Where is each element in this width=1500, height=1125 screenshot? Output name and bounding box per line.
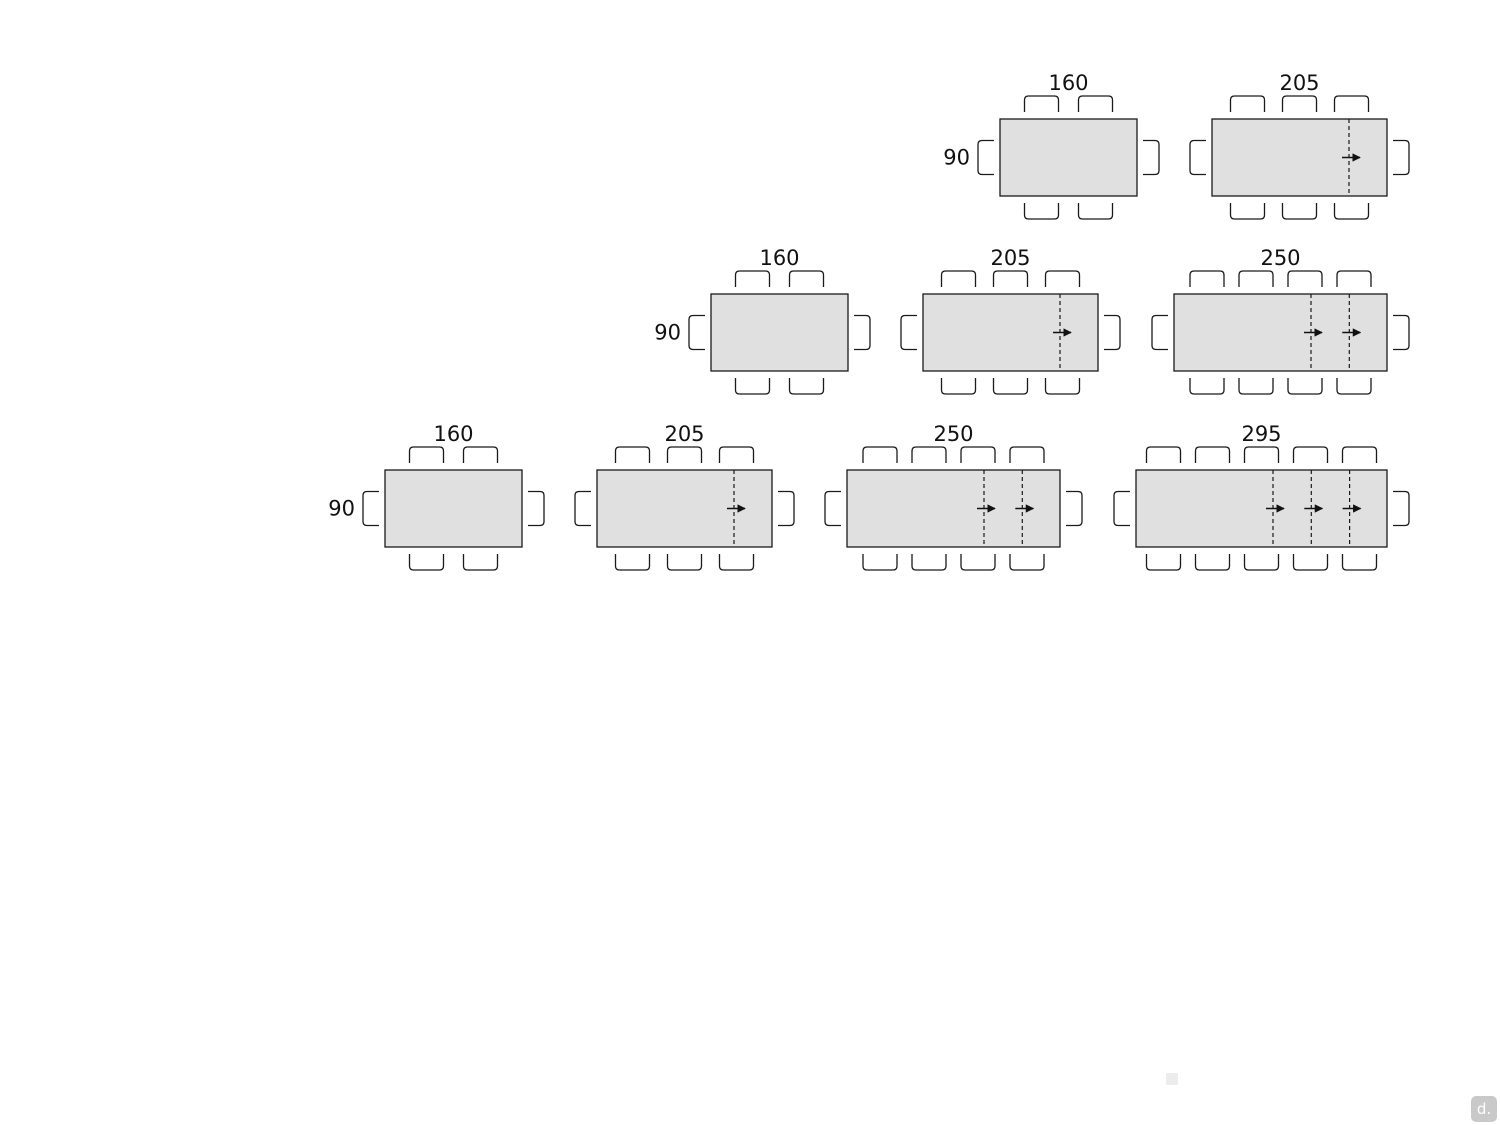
chair-top <box>1044 270 1081 287</box>
chair-bottom <box>1292 554 1329 571</box>
length-label: 295 <box>1241 422 1281 446</box>
chair-top <box>1292 446 1329 463</box>
chair-top <box>1336 270 1372 287</box>
chair-bottom <box>940 378 977 395</box>
chair-top <box>862 446 898 463</box>
chair-bottom <box>1281 203 1318 220</box>
length-label: 160 <box>759 246 799 270</box>
chair-right-end <box>1393 139 1410 176</box>
chair-bottom <box>1077 203 1114 220</box>
chair-bottom <box>614 554 651 571</box>
chair-top <box>1023 95 1060 112</box>
site-logo-badge[interactable]: d. <box>1471 1096 1497 1122</box>
chair-right-end <box>778 490 795 527</box>
length-label: 205 <box>990 246 1030 270</box>
chair-top <box>1281 95 1318 112</box>
width-label: 90 <box>328 497 355 521</box>
chair-bottom <box>911 554 947 571</box>
width-label: 90 <box>943 146 970 170</box>
chair-top <box>788 270 825 287</box>
chair-top <box>1145 446 1182 463</box>
chair-top <box>408 446 445 463</box>
chair-top <box>1238 270 1274 287</box>
table-top <box>384 469 523 548</box>
chair-top <box>666 446 703 463</box>
chair-top <box>1194 446 1231 463</box>
chair-top <box>940 270 977 287</box>
chair-bottom <box>788 378 825 395</box>
table-top <box>596 469 773 548</box>
chair-top <box>1189 270 1225 287</box>
chair-bottom <box>462 554 499 571</box>
table-top <box>999 118 1138 197</box>
chair-bottom <box>1243 554 1280 571</box>
length-label: 160 <box>433 422 473 446</box>
chair-left-end <box>574 490 591 527</box>
chair-top <box>1333 95 1370 112</box>
chair-bottom <box>1009 554 1045 571</box>
chair-left-end <box>824 490 841 527</box>
chair-bottom <box>1341 554 1378 571</box>
table-top <box>710 293 849 372</box>
chair-bottom <box>734 378 771 395</box>
length-label: 205 <box>664 422 704 446</box>
chair-bottom <box>1229 203 1266 220</box>
length-label: 205 <box>1279 71 1319 95</box>
chair-left-end <box>1151 314 1168 351</box>
chair-top <box>1009 446 1045 463</box>
chair-bottom <box>1145 554 1182 571</box>
chair-bottom <box>1189 378 1225 395</box>
chair-right-end <box>528 490 545 527</box>
chair-top <box>718 446 755 463</box>
chair-bottom <box>408 554 445 571</box>
chair-right-end <box>1143 139 1160 176</box>
chair-bottom <box>666 554 703 571</box>
chair-bottom <box>1023 203 1060 220</box>
chair-right-end <box>854 314 871 351</box>
length-label: 250 <box>1260 246 1300 270</box>
chair-right-end <box>1393 314 1410 351</box>
chair-left-end <box>1189 139 1206 176</box>
chair-bottom <box>862 554 898 571</box>
chair-top <box>1077 95 1114 112</box>
faint-square-mark <box>1166 1073 1178 1085</box>
chair-bottom <box>992 378 1029 395</box>
chair-bottom <box>1287 378 1323 395</box>
length-label: 250 <box>933 422 973 446</box>
chair-top <box>614 446 651 463</box>
width-label: 90 <box>654 321 681 345</box>
chair-top <box>462 446 499 463</box>
length-label: 160 <box>1048 71 1088 95</box>
chair-top <box>1243 446 1280 463</box>
table-top <box>1211 118 1388 197</box>
table-top <box>922 293 1099 372</box>
chair-top <box>960 446 996 463</box>
chair-left-end <box>362 490 379 527</box>
chair-right-end <box>1066 490 1083 527</box>
chair-bottom <box>1238 378 1274 395</box>
chair-bottom <box>960 554 996 571</box>
chair-top <box>911 446 947 463</box>
chair-bottom <box>1044 378 1081 395</box>
chair-left-end <box>688 314 705 351</box>
chair-top <box>1341 446 1378 463</box>
chair-bottom <box>718 554 755 571</box>
chair-top <box>734 270 771 287</box>
chair-left-end <box>977 139 994 176</box>
chair-right-end <box>1393 490 1410 527</box>
chair-bottom <box>1194 554 1231 571</box>
chair-left-end <box>900 314 917 351</box>
chair-top <box>1287 270 1323 287</box>
chair-right-end <box>1104 314 1121 351</box>
chair-top <box>1229 95 1266 112</box>
chair-bottom <box>1333 203 1370 220</box>
chair-left-end <box>1113 490 1130 527</box>
chair-top <box>992 270 1029 287</box>
chair-bottom <box>1336 378 1372 395</box>
